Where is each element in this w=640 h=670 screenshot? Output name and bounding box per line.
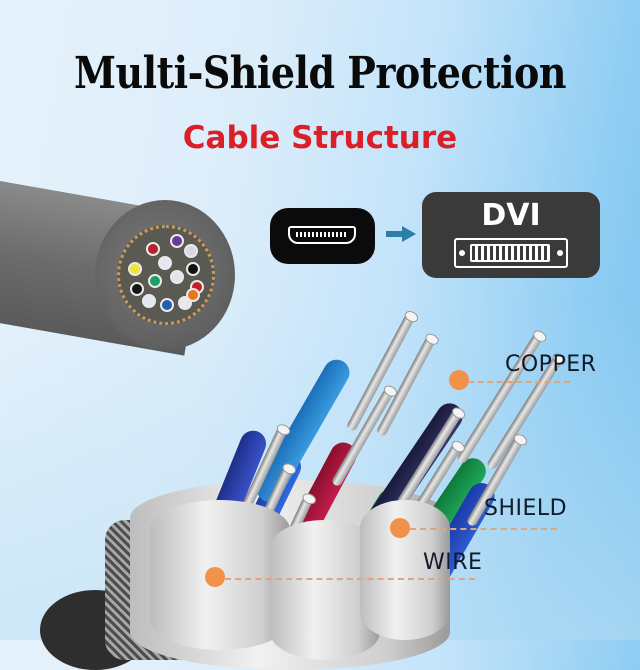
callout-dot (205, 567, 225, 587)
strand (170, 270, 184, 284)
dvi-screw-icon (459, 250, 465, 256)
strand (142, 294, 156, 308)
callout-dot (449, 370, 469, 390)
strand (148, 274, 162, 288)
strand (146, 242, 160, 256)
arrow-right-icon (386, 226, 416, 242)
callout-label-copper: COPPER (505, 352, 597, 377)
hdmi-connector-badge (270, 208, 375, 264)
cable-core-strands (117, 225, 215, 325)
dvi-port-icon (454, 238, 568, 268)
strand (184, 244, 198, 258)
strand (170, 234, 184, 248)
callout-label-wire: WIRE (423, 550, 483, 575)
callout-leader-line (225, 578, 475, 580)
dvi-label: DVI (481, 198, 541, 233)
callout-label-shield: SHIELD (484, 496, 568, 521)
dvi-screw-icon (557, 250, 563, 256)
strand (158, 256, 172, 270)
strand (160, 298, 174, 312)
callout-leader-line (468, 381, 570, 383)
dvi-pins (470, 244, 550, 262)
page-title: Multi-Shield Protection (73, 46, 567, 99)
strand (186, 288, 200, 302)
callout-leader-line (410, 528, 557, 530)
strand (128, 262, 142, 276)
strand (130, 282, 144, 296)
strand (186, 262, 200, 276)
hdmi-port-icon (288, 226, 356, 244)
dvi-connector-badge: DVI (422, 192, 600, 278)
page-subtitle: Cable Structure (182, 120, 458, 156)
callout-dot (390, 518, 410, 538)
